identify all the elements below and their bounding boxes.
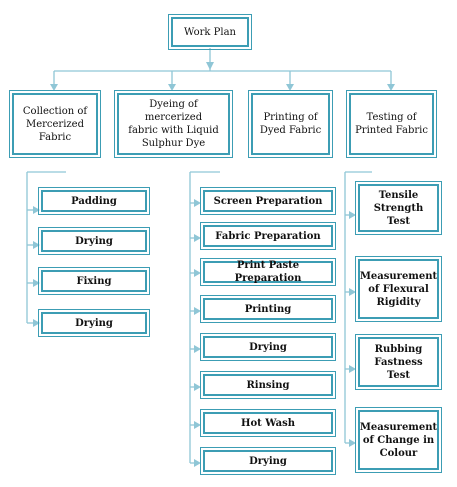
step-label: Print Paste Preparation: [234, 260, 302, 284]
step-label: Rinsing: [246, 379, 290, 391]
step-label: Fabric Preparation: [215, 230, 321, 242]
step-label: Hot Wash: [241, 417, 295, 429]
step-rinsing: Rinsing: [200, 371, 336, 399]
section-dyeing: Dyeing of mercerized fabric with Liquid …: [114, 90, 233, 158]
test-rubbing-fastness: Rubbing Fastness Test: [355, 334, 442, 390]
step-label: Drying: [249, 341, 287, 353]
step-drying: Drying: [38, 309, 150, 337]
step-label: Drying: [75, 235, 113, 247]
section-collection: Collection of Mercerized Fabric: [9, 90, 101, 158]
step-padding: Padding: [38, 187, 150, 215]
step-label: Fixing: [76, 275, 112, 287]
step-label: Measurement of Flexural Rigidity: [359, 270, 438, 308]
step-label: Printing: [244, 303, 292, 315]
step-label: Tensile Strength Test: [373, 189, 424, 227]
step-drying: Drying: [200, 447, 336, 475]
root-label: Work Plan: [184, 26, 236, 38]
section-printing: Printing of Dyed Fabric: [248, 90, 333, 158]
step-label: Padding: [71, 195, 117, 207]
root-node-work-plan: Work Plan: [168, 14, 252, 50]
test-change-in-colour: Measurement of Change in Colour: [355, 407, 442, 473]
section-label: Collection of Mercerized Fabric: [22, 105, 88, 143]
section-label: Printing of Dyed Fabric: [259, 112, 322, 136]
step-label: Measurement of Change in Colour: [359, 421, 438, 459]
step-hot-wash: Hot Wash: [200, 409, 336, 437]
step-label: Rubbing Fastness Test: [374, 343, 423, 381]
step-printing: Printing: [200, 295, 336, 323]
step-label: Drying: [249, 455, 287, 467]
step-screen-preparation: Screen Preparation: [200, 187, 336, 215]
step-fixing: Fixing: [38, 267, 150, 295]
test-tensile-strength: Tensile Strength Test: [355, 181, 442, 235]
section-testing: Testing of Printed Fabric: [346, 90, 437, 158]
step-label: Screen Preparation: [213, 195, 323, 207]
section-label: Testing of Printed Fabric: [355, 112, 428, 136]
step-label: Drying: [75, 317, 113, 329]
step-drying: Drying: [38, 227, 150, 255]
step-print-paste-preparation: Print Paste Preparation: [200, 258, 336, 286]
step-fabric-preparation: Fabric Preparation: [200, 222, 336, 250]
step-drying: Drying: [200, 333, 336, 361]
section-label: Dyeing of mercerized fabric with Liquid …: [128, 99, 219, 149]
test-flexural-rigidity: Measurement of Flexural Rigidity: [355, 256, 442, 322]
